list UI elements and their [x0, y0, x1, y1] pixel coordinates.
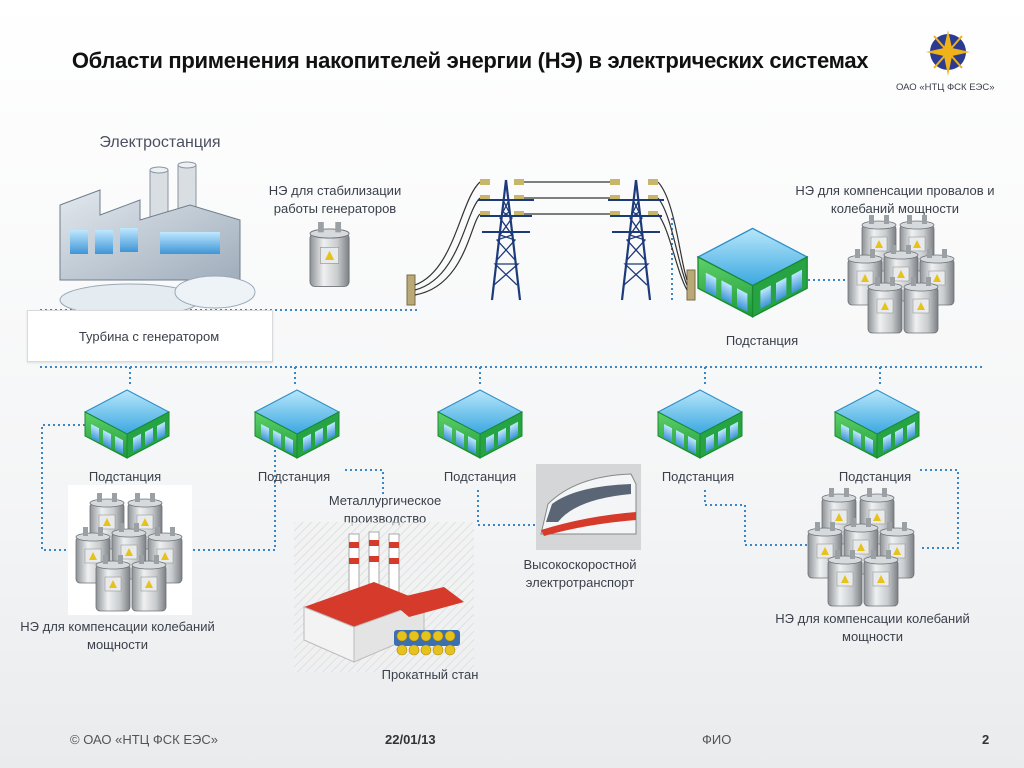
substation-icon-3 — [437, 389, 523, 459]
substation-icon-4 — [657, 389, 743, 459]
capacitor-cluster-left-icon — [68, 485, 192, 615]
power-plant-icon — [59, 161, 256, 317]
footer-date: 22/01/13 — [385, 732, 436, 747]
turbine-box — [27, 310, 273, 362]
rolling-mill-label: Прокатный стан — [381, 667, 479, 682]
capacitor-cluster-right-icon — [808, 488, 928, 608]
ne-compensation-dips-label: НЭ для компенсации провалов и колебаний … — [795, 183, 995, 216]
metallurgy-plant-icon — [294, 522, 474, 672]
logo-icon — [926, 30, 970, 76]
logo-org: ОАО «НТЦ ФСК ЕЭС» — [896, 82, 995, 93]
substation-label-5: Подстанция — [838, 469, 912, 484]
substation-main-icon — [697, 227, 808, 318]
high-speed-train-icon — [536, 464, 641, 550]
turbine-label: Турбина с генератором — [78, 329, 220, 344]
substation-label-4: Подстанция — [661, 469, 735, 484]
substation-label-2: Подстанция — [257, 469, 331, 484]
page-number: 2 — [982, 732, 990, 747]
substation-icon-1 — [84, 389, 170, 459]
substation-label-3: Подстанция — [443, 469, 517, 484]
capacitor-cluster-icon — [848, 215, 968, 335]
high-speed-transport-label: Высокоскоростной электротранспорт — [523, 557, 637, 590]
capacitor-icon — [309, 221, 350, 287]
substation-main-label: Подстанция — [725, 333, 799, 348]
footer-author: ФИО — [702, 732, 732, 747]
footer-copyright: © ОАО «НТЦ ФСК ЕЭС» — [70, 732, 219, 747]
ne-compensation-left-label: НЭ для компенсации колебаний мощности — [20, 619, 215, 652]
substation-label-1: Подстанция — [88, 469, 162, 484]
substation-icon-5 — [834, 389, 920, 459]
slide-title: Области применения накопителей энергии (… — [71, 48, 869, 73]
transmission-line-icon — [406, 178, 696, 306]
power-plant-label: Электростанция — [99, 134, 221, 151]
substation-icon-2 — [254, 389, 340, 459]
ne-compensation-right-label: НЭ для компенсации колебаний мощности — [775, 611, 970, 644]
ne-stabilization-label: НЭ для стабилизации работы генераторов — [268, 183, 402, 216]
